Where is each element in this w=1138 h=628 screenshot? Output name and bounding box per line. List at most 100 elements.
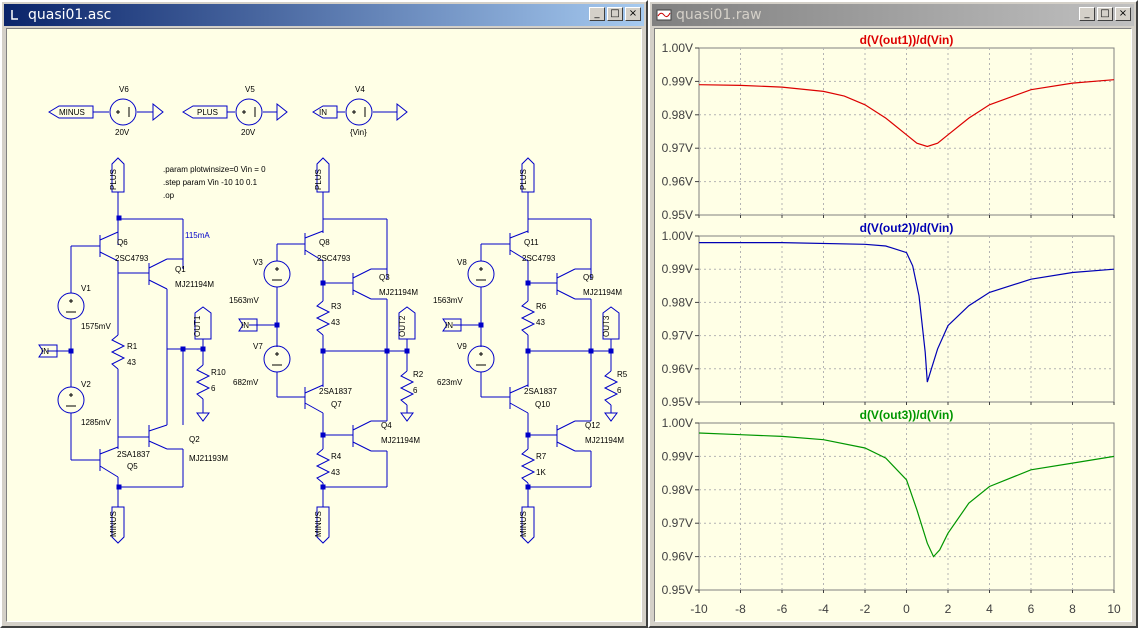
q10-name: Q10 [535, 400, 551, 409]
waveform-title-bar[interactable]: quasi01.raw _ □ × [652, 4, 1134, 26]
schematic-close-button[interactable]: × [625, 7, 641, 21]
v1-name: V1 [81, 284, 91, 293]
trace-2[interactable] [699, 242, 1115, 383]
x-tick-label: -4 [818, 602, 829, 616]
plot-pane-3[interactable] [698, 422, 1115, 591]
q5-part: 2SA1837 [117, 450, 150, 459]
q8-name: Q8 [319, 238, 330, 247]
waveform-plots[interactable]: d(V(out1))/d(Vin)1.00V0.99V0.98V0.97V0.9… [655, 29, 1132, 622]
q3-part: MJ21194M [379, 288, 418, 297]
x-tick-label: 4 [986, 602, 993, 616]
source-v4-value: {Vin} [350, 128, 367, 137]
q12-part: MJ21194M [585, 436, 624, 445]
v8-value: 1563mV [433, 296, 463, 305]
q8-part: 2SC4793 [317, 254, 351, 263]
source-v5-value: 20V [241, 128, 256, 137]
waveform-close-button[interactable]: × [1115, 7, 1131, 21]
net-label-minus-top: MINUS [59, 108, 85, 117]
v1-value: 1575mV [81, 322, 111, 331]
y-tick-label: 0.98V [662, 295, 693, 309]
trace-title-2[interactable]: d(V(out2))/d(Vin) [860, 221, 954, 235]
source-v6-value: 20V [115, 128, 130, 137]
v7-value: 682mV [233, 378, 259, 387]
schematic-window-title: quasi01.asc [28, 7, 112, 23]
v9-name: V9 [457, 342, 467, 351]
q5-name: Q5 [127, 462, 138, 471]
r10-name: R10 [211, 368, 226, 377]
schematic-window: quasi01.asc _ □ × [0, 0, 648, 628]
current-annotation: 115mA [185, 231, 210, 240]
net-label-plus-3: PLUS [519, 169, 528, 190]
q9-name: Q9 [583, 273, 594, 282]
y-tick-label: 0.96V [662, 362, 693, 376]
y-tick-label: 0.96V [662, 550, 693, 564]
schematic-maximize-button[interactable]: □ [607, 7, 623, 21]
q4-part: MJ21194M [381, 436, 420, 445]
x-tick-label: 10 [1107, 602, 1121, 616]
net-label-out3: OUT3 [602, 315, 611, 337]
waveform-window-title: quasi01.raw [676, 7, 762, 23]
y-tick-label: 0.97V [662, 141, 693, 155]
source-v5-name: V5 [245, 85, 255, 94]
trace-title-3[interactable]: d(V(out3))/d(Vin) [860, 408, 954, 422]
waveform-window: quasi01.raw _ □ × d(V(out1))/d(Vin)1.00V… [648, 0, 1138, 628]
net-label-minus-2: MINUS [314, 511, 323, 537]
q10-part: 2SA1837 [524, 387, 557, 396]
y-tick-label: 0.99V [662, 74, 693, 88]
v7-name: V7 [253, 342, 263, 351]
trace-title-1[interactable]: d(V(out1))/d(Vin) [860, 33, 954, 47]
net-label-minus-3: MINUS [519, 511, 528, 537]
r6-name: R6 [536, 302, 547, 311]
v9-value: 623mV [437, 378, 463, 387]
q11-part: 2SC4793 [522, 254, 556, 263]
q7-part: 2SA1837 [319, 387, 352, 396]
source-v4-name: V4 [355, 85, 365, 94]
net-label-minus-1: MINUS [109, 511, 118, 537]
x-tick-label: -6 [777, 602, 788, 616]
r1-name: R1 [127, 342, 138, 351]
r4-name: R4 [331, 452, 342, 461]
x-tick-label: 0 [903, 602, 910, 616]
spice-directive-line-2[interactable]: .step param Vin -10 10 0.1 [163, 178, 258, 187]
y-tick-label: 0.95V [662, 395, 693, 409]
waveform-minimize-button[interactable]: _ [1079, 7, 1095, 21]
v8-name: V8 [457, 258, 467, 267]
net-label-in-2: IN [241, 321, 249, 330]
plot-pane-1[interactable] [698, 47, 1115, 216]
q2-name: Q2 [189, 435, 200, 444]
x-tick-label: 8 [1069, 602, 1076, 616]
x-tick-label: 6 [1028, 602, 1035, 616]
q4-name: Q4 [381, 421, 392, 430]
net-label-in-3: IN [445, 321, 453, 330]
r3-value: 43 [331, 318, 340, 327]
r1-value: 43 [127, 358, 136, 367]
schematic-canvas[interactable]: MINUS PLUS IN V6 20V V5 20V V4 {Vin} .pa… [6, 28, 642, 622]
spice-directive-line-3[interactable]: .op [163, 191, 175, 200]
trace-1[interactable] [698, 79, 1115, 148]
net-label-plus-top: PLUS [197, 108, 218, 117]
y-tick-label: 0.98V [662, 483, 693, 497]
r10-value: 6 [211, 384, 216, 393]
x-tick-label: 2 [945, 602, 952, 616]
r3-name: R3 [331, 302, 342, 311]
schematic-minimize-button[interactable]: _ [589, 7, 605, 21]
net-label-plus-2: PLUS [314, 169, 323, 190]
q12-name: Q12 [585, 421, 601, 430]
waveform-maximize-button[interactable]: □ [1097, 7, 1113, 21]
waveform-file-icon [656, 9, 672, 21]
source-v6-name: V6 [119, 85, 129, 94]
y-tick-label: 0.96V [662, 175, 693, 189]
y-tick-label: 0.98V [662, 108, 693, 122]
q6-part: 2SC4793 [115, 254, 149, 263]
schematic-title-bar[interactable]: quasi01.asc _ □ × [4, 4, 644, 26]
y-tick-label: 0.99V [662, 449, 693, 463]
r5-name: R5 [617, 370, 628, 379]
y-tick-label: 0.97V [662, 329, 693, 343]
spice-directive-line-1[interactable]: .param plotwinsize=0 Vin = 0 [163, 165, 266, 174]
trace-3[interactable] [698, 432, 1115, 558]
r2-name: R2 [413, 370, 424, 379]
q7-name: Q7 [331, 400, 342, 409]
x-tick-label: -2 [860, 602, 871, 616]
net-label-in-top: IN [319, 108, 327, 117]
